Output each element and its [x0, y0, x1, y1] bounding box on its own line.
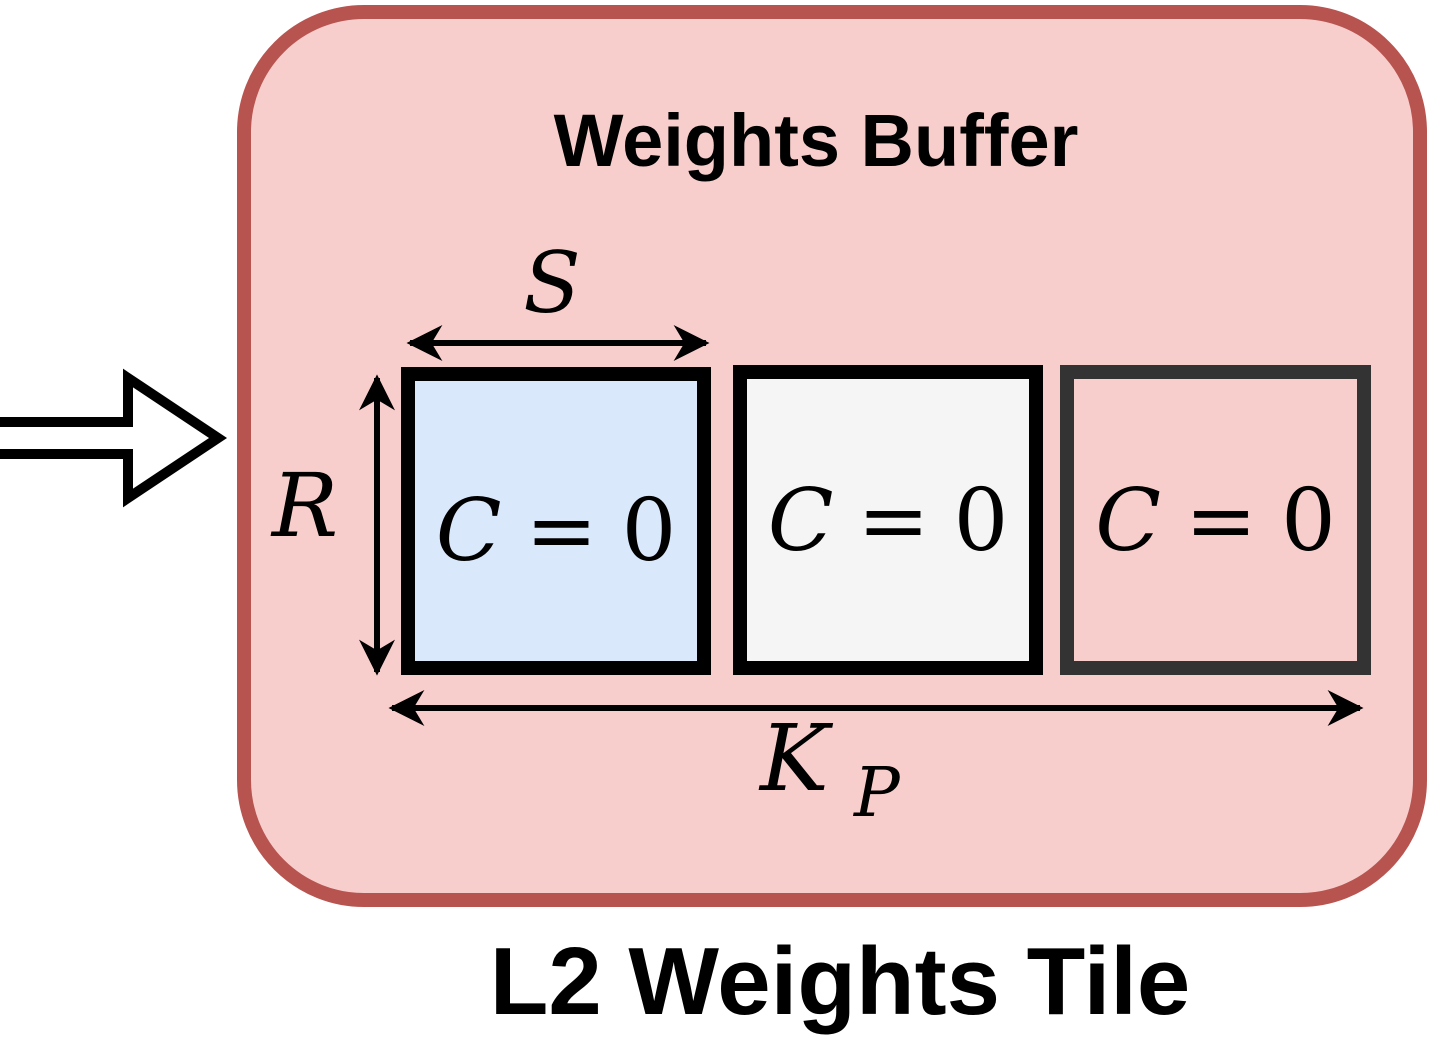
depth-symbol-base: K: [758, 705, 834, 812]
channel-label-value: 0: [1281, 471, 1336, 571]
channel-label-value: 0: [954, 471, 1009, 571]
hollow-right-arrow-icon: [0, 368, 228, 508]
channel-label-value: 0: [622, 481, 677, 581]
depth-symbol: K P: [758, 705, 901, 833]
channel-slice-box: [1060, 365, 1371, 675]
width-symbol: S: [523, 234, 581, 332]
height-symbol: R: [270, 454, 338, 557]
channel-slice: C=0: [1060, 365, 1371, 675]
channel-slice-label: C=0: [1095, 471, 1336, 571]
tile-caption: L2 Weights Tile: [490, 928, 1191, 1035]
channel-label-variable: C: [436, 481, 502, 581]
depth-symbol-subscript: P: [852, 754, 901, 833]
channel-slice: C=0: [733, 365, 1043, 675]
channel-label-equals: =: [858, 471, 930, 571]
channel-label-variable: C: [768, 471, 834, 571]
channel-slice-box: [401, 367, 711, 675]
channel-label-equals: =: [526, 481, 598, 581]
channel-slice-box: [733, 365, 1043, 675]
channel-slice: C=0: [401, 367, 711, 675]
channel-label-equals: =: [1185, 471, 1257, 571]
buffer-title: Weights Buffer: [554, 99, 1079, 182]
channel-slice-label: C=0: [436, 481, 677, 581]
channel-slice-label: C=0: [768, 471, 1009, 571]
channel-label-variable: C: [1095, 471, 1161, 571]
